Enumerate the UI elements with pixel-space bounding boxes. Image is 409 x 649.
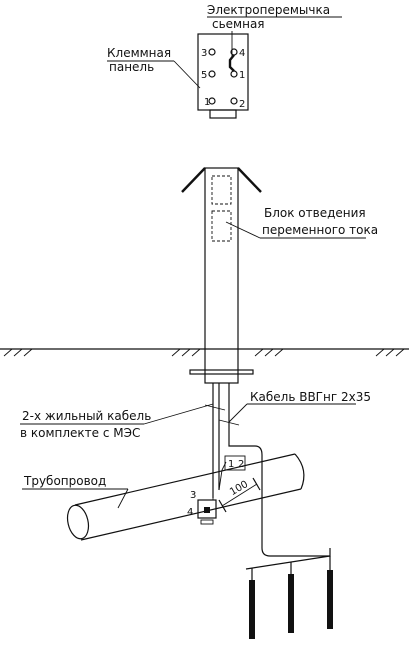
pipe-end-left bbox=[66, 504, 90, 540]
electrode-3 bbox=[327, 570, 333, 629]
two-core-leader bbox=[143, 403, 214, 425]
control-post bbox=[181, 167, 262, 384]
terminal-4-label: 4 bbox=[239, 48, 245, 59]
ac-block-lower bbox=[211, 210, 232, 242]
clamp-3-label: 3 bbox=[190, 490, 196, 501]
pipeline bbox=[66, 453, 305, 541]
terminal-3 bbox=[208, 48, 216, 56]
ground-electrodes bbox=[245, 555, 333, 639]
dim-line bbox=[221, 483, 258, 507]
callout-1-label: 1 bbox=[228, 459, 234, 470]
terminal-3-label: 3 bbox=[201, 48, 207, 59]
electrode-1 bbox=[249, 580, 255, 639]
panel-leader bbox=[173, 60, 201, 89]
vvg-cable-label: Кабель ВВГнг 2х35 bbox=[250, 390, 371, 404]
cable-crossmark-1 bbox=[204, 404, 226, 411]
terminal-panel-base bbox=[209, 109, 237, 119]
post-body bbox=[204, 167, 239, 384]
cable-crossmark-2 bbox=[218, 419, 240, 426]
terminal-2-label: 2 bbox=[239, 99, 245, 110]
clamp-4-label: 4 bbox=[187, 507, 193, 518]
post-cap-right bbox=[237, 167, 262, 193]
callout-2-label: 2 bbox=[238, 459, 244, 470]
dim-tick-right bbox=[252, 477, 261, 491]
two-core-label-line1: 2-х жильный кабель bbox=[22, 409, 151, 423]
vvg-cable bbox=[228, 383, 331, 557]
pipe-end-right bbox=[294, 453, 305, 490]
ac-block-upper bbox=[211, 175, 232, 205]
measuring-connection: 3 4 bbox=[187, 490, 217, 525]
post-cap-left bbox=[181, 167, 206, 193]
terminal-1-upper bbox=[230, 70, 238, 78]
pipe-lower-edge bbox=[80, 488, 302, 541]
block-label-line1: Блок отведения bbox=[264, 206, 366, 220]
terminal-2 bbox=[230, 97, 238, 105]
connection-terminal bbox=[204, 507, 210, 513]
jumper-label-line1: Электроперемычка bbox=[207, 3, 330, 17]
two-core-label-line2: в комплекте с МЭС bbox=[20, 426, 140, 440]
terminal-5-label: 5 bbox=[201, 70, 207, 81]
connection-base bbox=[200, 519, 214, 525]
panel-label-line1: Клеммная bbox=[107, 46, 171, 60]
cables bbox=[204, 383, 331, 557]
panel-label-line2: панель bbox=[109, 60, 154, 74]
pipeline-leader bbox=[117, 488, 129, 509]
terminal-1-lower bbox=[208, 97, 216, 105]
jumper-label-line2: сьемная bbox=[212, 17, 265, 31]
pipeline-label: Трубопровод bbox=[23, 474, 106, 488]
electrode-2 bbox=[288, 574, 294, 633]
terminal-panel: 3 4 5 1 1 2 bbox=[197, 33, 249, 119]
block-label-line2: переменного тока bbox=[262, 223, 378, 237]
pipe-upper-edge bbox=[74, 453, 296, 506]
terminal-1-lower-label: 1 bbox=[204, 97, 210, 108]
electrode-bus bbox=[245, 555, 331, 570]
terminal-5 bbox=[208, 70, 216, 78]
dim-tick-left bbox=[218, 499, 227, 513]
post-flange bbox=[189, 369, 254, 375]
connection-box bbox=[197, 499, 217, 519]
cable-bend-to-pipe bbox=[218, 461, 227, 491]
ground-surface bbox=[0, 348, 409, 357]
terminal-1-upper-label: 1 bbox=[239, 70, 245, 81]
vvg-leader bbox=[228, 403, 248, 423]
block-leader bbox=[225, 221, 261, 239]
